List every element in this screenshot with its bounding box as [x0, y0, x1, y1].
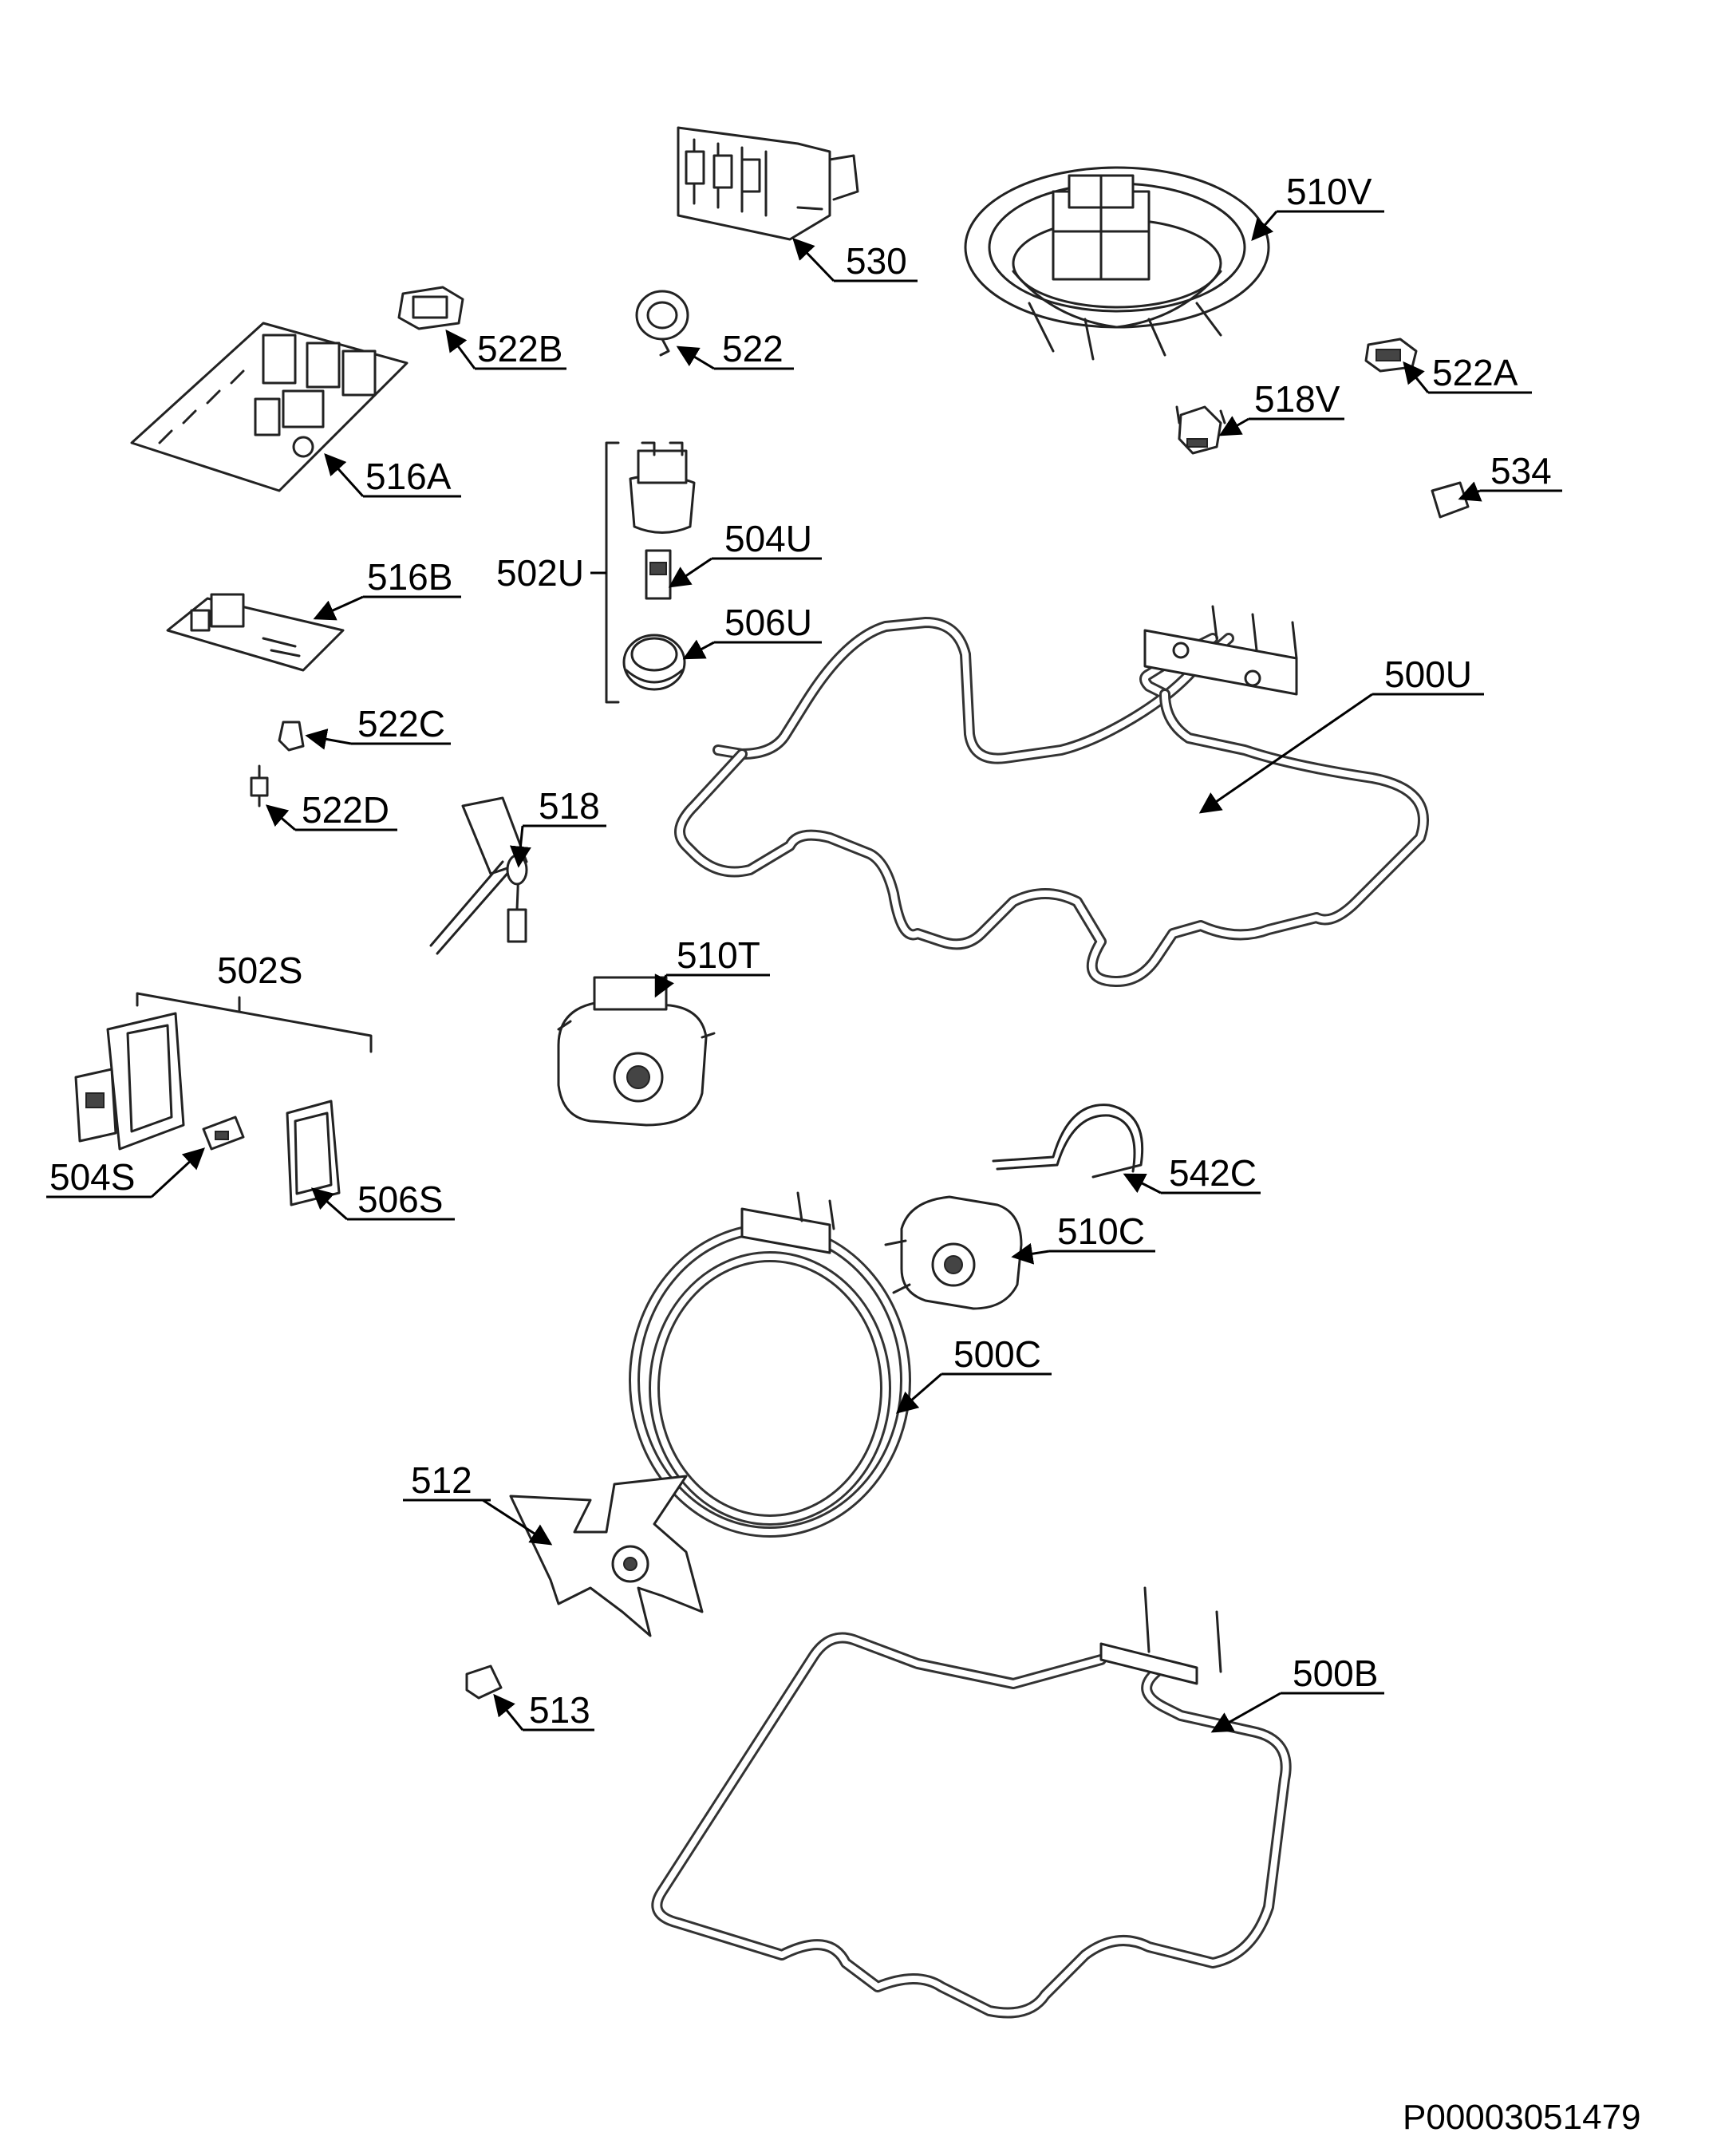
- label-513: 513: [529, 1689, 590, 1731]
- callout-522B: 522B: [445, 328, 566, 370]
- label-516A: 516A: [365, 456, 452, 497]
- label-512: 512: [411, 1459, 472, 1501]
- callout-522C: 522C: [305, 703, 451, 750]
- label-522C: 522C: [357, 703, 445, 744]
- part-512-fan-blade[interactable]: [509, 1475, 704, 1637]
- callout-518: 518: [509, 785, 606, 868]
- part-522A-connector[interactable]: [1364, 338, 1418, 373]
- callout-500U: 500U: [1198, 654, 1484, 814]
- callout-522A: 522A: [1403, 352, 1532, 394]
- callout-516B: 516B: [313, 556, 461, 621]
- part-522B-clip[interactable]: [397, 286, 464, 330]
- callout-502S: 502S: [217, 950, 302, 991]
- label-500B: 500B: [1293, 1653, 1378, 1694]
- part-510T-motor[interactable]: [557, 976, 716, 1127]
- label-522: 522: [722, 328, 783, 369]
- label-510V: 510V: [1286, 171, 1372, 212]
- callout-510T: 510T: [654, 934, 770, 998]
- label-502U: 502U: [496, 552, 584, 594]
- callout-542C: 542C: [1123, 1152, 1261, 1194]
- label-542C: 542C: [1169, 1152, 1257, 1194]
- part-502U-switch-set[interactable]: [622, 441, 696, 691]
- label-534: 534: [1490, 450, 1552, 492]
- part-522D-pin[interactable]: [250, 764, 269, 808]
- label-518V: 518V: [1254, 378, 1340, 420]
- label-518: 518: [539, 785, 600, 827]
- callout-504U: 504U: [668, 518, 822, 588]
- callout-530: 530: [792, 238, 918, 282]
- callout-522D: 522D: [265, 789, 397, 831]
- callout-500B: 500B: [1210, 1653, 1384, 1733]
- label-504U: 504U: [724, 518, 812, 559]
- label-530: 530: [846, 240, 907, 282]
- callout-510V: 510V: [1251, 171, 1384, 242]
- label-500U: 500U: [1384, 654, 1472, 695]
- callout-512: 512: [403, 1459, 553, 1546]
- label-500C: 500C: [953, 1333, 1041, 1375]
- part-530-terminal-block[interactable]: [677, 126, 859, 241]
- label-506U: 506U: [724, 602, 812, 643]
- callout-506S: 506S: [310, 1179, 455, 1221]
- part-502S-switch-set[interactable]: [74, 992, 373, 1206]
- part-500U-upper-heating-element[interactable]: [674, 605, 1429, 987]
- callout-522: 522: [676, 328, 794, 370]
- part-542C-spring-clip[interactable]: [992, 1104, 1144, 1179]
- part-516B-circuit-board[interactable]: [166, 593, 345, 672]
- part-500B-bottom-heating-element[interactable]: [651, 1586, 1292, 2019]
- part-522-holder[interactable]: [635, 290, 689, 357]
- label-510T: 510T: [677, 934, 760, 976]
- part-500C-ring-heating-element[interactable]: [629, 1191, 911, 1538]
- part-522C-pin[interactable]: [278, 721, 305, 752]
- label-510C: 510C: [1057, 1210, 1145, 1252]
- part-534-cap[interactable]: [1431, 481, 1470, 519]
- callout-510C: 510C: [1011, 1210, 1155, 1265]
- callout-518V: 518V: [1218, 378, 1344, 436]
- label-502S: 502S: [217, 950, 302, 991]
- callout-506U: 506U: [682, 602, 822, 660]
- part-518V-thermostat[interactable]: [1175, 405, 1226, 455]
- callout-500C: 500C: [895, 1333, 1052, 1414]
- label-516B: 516B: [367, 556, 452, 598]
- label-506S: 506S: [357, 1179, 443, 1220]
- label-522D: 522D: [302, 789, 389, 831]
- part-510C-fan-motor[interactable]: [884, 1195, 1023, 1310]
- label-522B: 522B: [477, 328, 562, 369]
- callout-516A: 516A: [324, 452, 461, 498]
- label-504S: 504S: [49, 1156, 135, 1198]
- label-522A: 522A: [1432, 352, 1518, 393]
- reference-code: P00003051479: [1403, 2098, 1641, 2137]
- part-510V-cooling-fan[interactable]: [964, 166, 1270, 361]
- part-518-temperature-probe[interactable]: [429, 796, 528, 955]
- part-516A-circuit-board[interactable]: [130, 322, 409, 492]
- callout-513: 513: [493, 1689, 594, 1732]
- callout-504S: 504S: [46, 1147, 205, 1198]
- callout-534: 534: [1458, 450, 1562, 502]
- part-513-nut[interactable]: [465, 1664, 503, 1700]
- callout-502U: 502U: [496, 441, 620, 704]
